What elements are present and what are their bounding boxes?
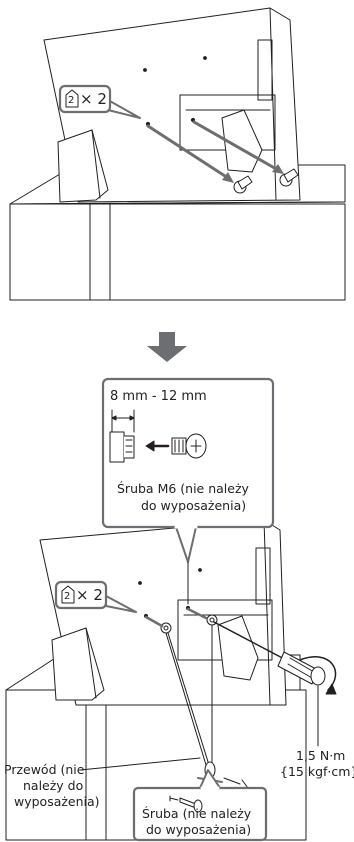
screw-symbol-number-2: 2 xyxy=(64,591,70,602)
measurement-label: 8 mm - 12 mm xyxy=(110,389,207,405)
screw-symbol-number-1: 2 xyxy=(68,95,74,106)
bottom-screw-label-line1: Śruba (nie należy xyxy=(142,806,251,822)
step1-illustration xyxy=(10,8,345,300)
screw-count-1: × 2 xyxy=(80,90,107,108)
eye-screw-left xyxy=(161,623,171,633)
torque-label-line2: {15 kgf·cm} xyxy=(280,764,354,780)
detail-screw-label-line1: Śruba M6 (nie należy xyxy=(117,481,249,497)
cord-label-line1: Przewód (nie xyxy=(4,762,84,778)
detail-screw-label-line2: do wyposażenia) xyxy=(141,498,246,514)
cord-label-line2: należy do xyxy=(23,778,83,794)
screw-count-2: × 2 xyxy=(76,586,103,604)
cord-label-line3: wyposażenia) xyxy=(14,794,100,810)
bottom-screw-label-line2: do wyposażenia) xyxy=(146,822,251,838)
torque-label-line1: 1,5 N·m xyxy=(296,748,345,764)
down-arrow-icon xyxy=(147,332,187,362)
